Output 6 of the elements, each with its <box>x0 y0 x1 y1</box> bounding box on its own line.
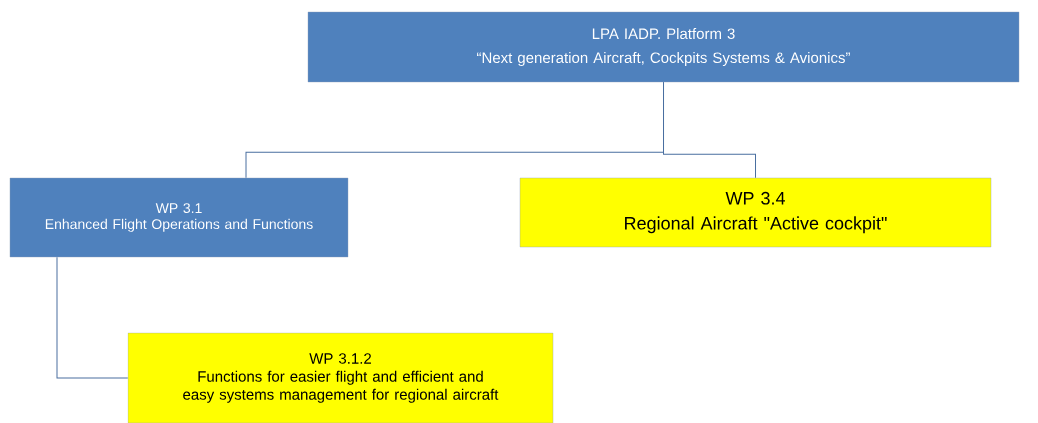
connector-line <box>663 81 756 179</box>
process-box: LPA IADP. Platform 3 “Next generation Aircraft, Cockpits Systems & Avionics” <box>307 11 1020 83</box>
process-box: WP 3.4 Regional Aircraft "Active cockpit" <box>519 177 992 248</box>
process-box: WP 3.1 Enhanced Flight Operations and Functions <box>9 177 349 258</box>
process-box: WP 3.1.2 Functions for easier flight and efficient and easy systems management for regional aircraft <box>127 332 554 423</box>
connector-line <box>56 256 129 379</box>
